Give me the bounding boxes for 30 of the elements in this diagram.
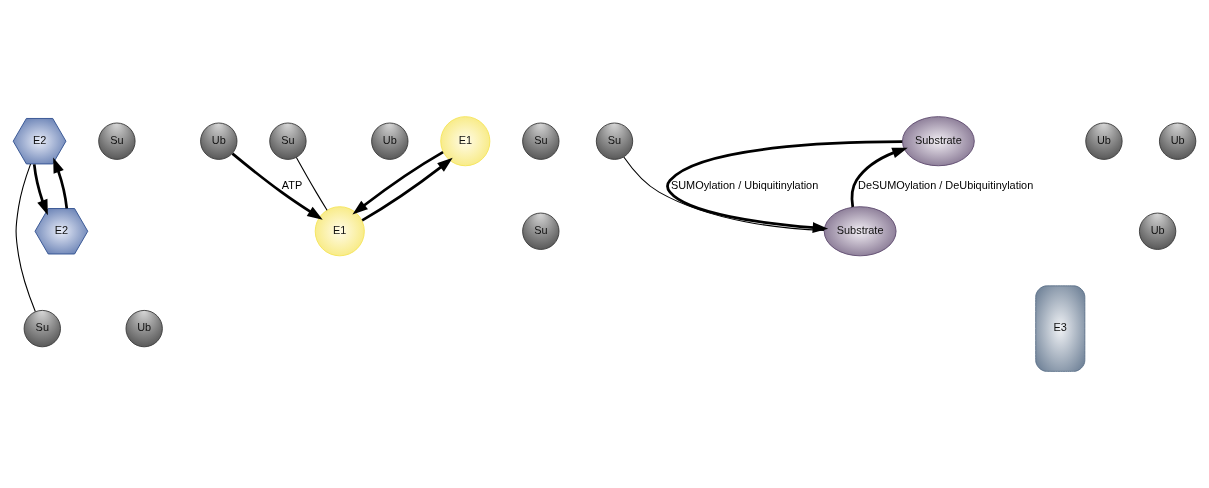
node-circle: Ub: [1158, 122, 1197, 160]
edge-label: ATP: [281, 179, 303, 192]
node-box: E3: [1035, 285, 1086, 372]
edge-label: SUMOylation / Ubiquitinylation: [670, 179, 819, 192]
arrow: [53, 157, 69, 209]
node-circle: Ub: [1138, 212, 1177, 250]
arrow: [361, 157, 453, 222]
connector: [15, 163, 36, 313]
node-ellipse: Substrate: [901, 116, 975, 167]
edge-label: DeSUMOylation / DeUbiquitinylation: [858, 179, 1034, 192]
node-circle: Su: [23, 309, 61, 348]
node-circle: Su: [269, 122, 307, 160]
node-circle: Ub: [1085, 122, 1123, 160]
node-ellipse: Substrate: [823, 206, 897, 257]
connector: [295, 157, 328, 211]
node-circle: Su: [522, 122, 560, 160]
node-circle: Su: [595, 122, 634, 160]
arrow: [231, 152, 323, 220]
connector: [623, 156, 825, 231]
node-circle: Ub: [371, 122, 409, 160]
node-circle: E1: [440, 116, 491, 167]
arrow: [32, 164, 48, 216]
node-circle: Su: [522, 212, 560, 250]
node-circle: Ub: [200, 122, 238, 160]
arrow: [850, 147, 908, 208]
arrow: [352, 150, 444, 215]
node-circle: Su: [98, 122, 136, 160]
arrow: [666, 140, 903, 233]
node-circle: E1: [314, 206, 365, 257]
node-circle: Ub: [125, 309, 163, 348]
